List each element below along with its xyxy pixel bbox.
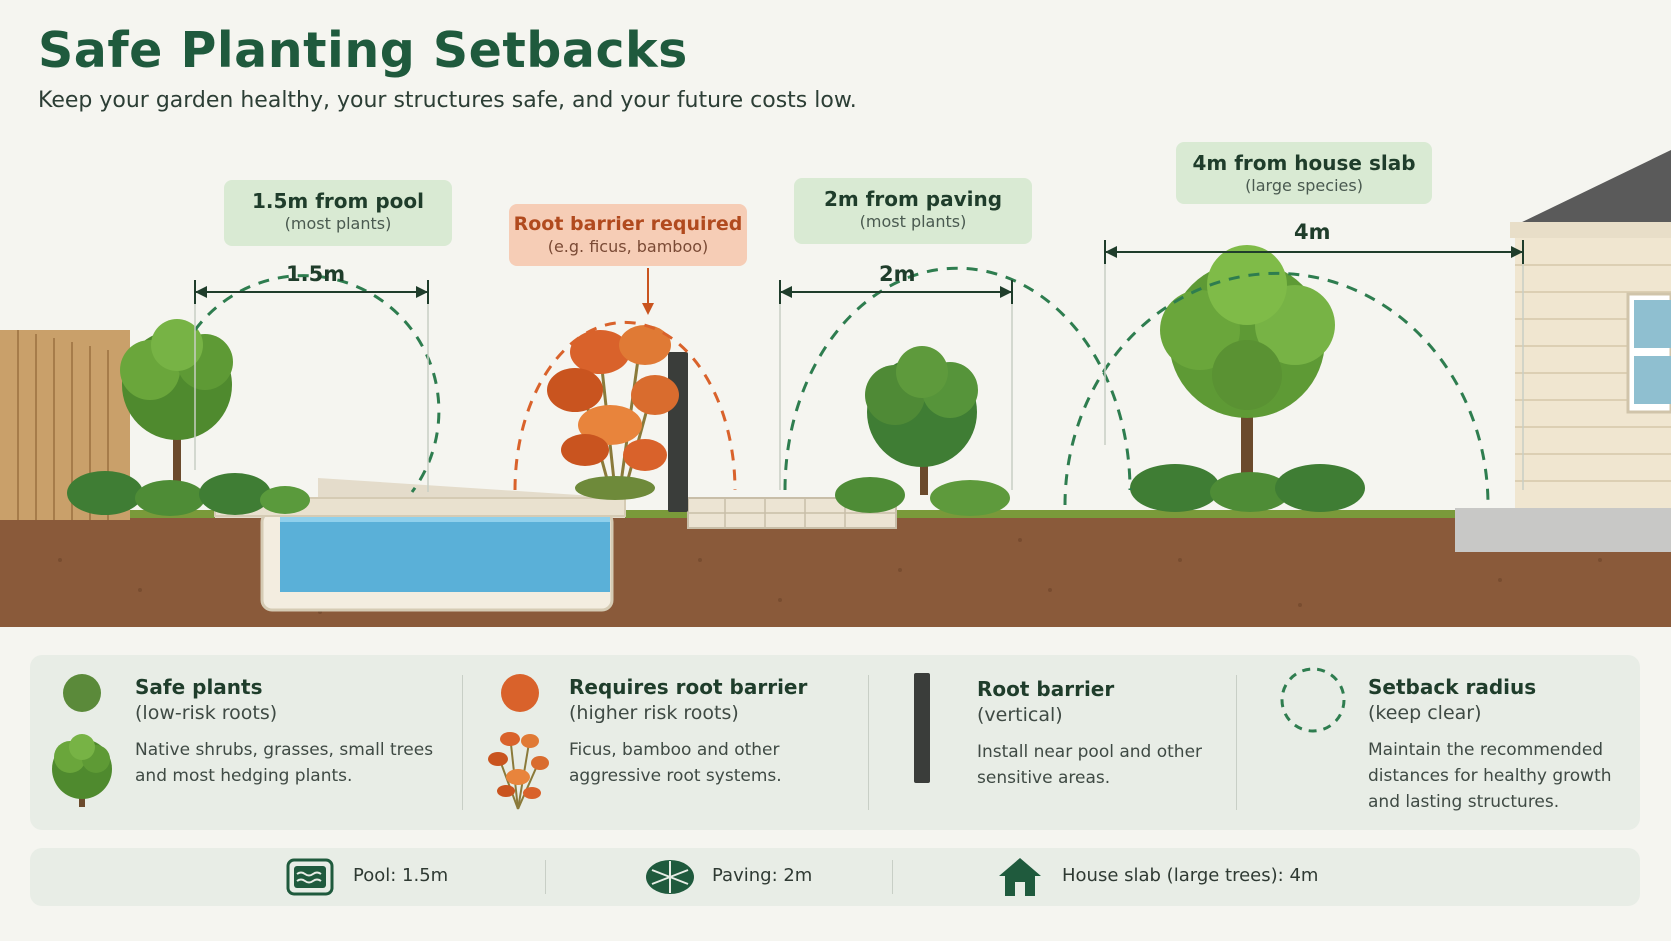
paving — [687, 497, 897, 529]
root-barrier — [668, 352, 688, 512]
legend-panel: Safe plants (low-risk roots) Native shru… — [30, 655, 1640, 830]
pool-dimension-text: 1.5m — [286, 262, 346, 286]
root-barrier-label: Root barrier required (e.g. ficus, bambo… — [509, 204, 747, 266]
dimension-arrows — [195, 246, 1523, 298]
barrier-setback-arc — [513, 320, 737, 491]
dimension-guides — [194, 264, 1524, 492]
house-dimension-text: 4m — [1294, 220, 1331, 244]
pool-setback-label: 1.5m from pool (most plants) — [224, 180, 452, 246]
legend-safe-plants: Safe plants (low-risk roots) Native shru… — [30, 655, 460, 830]
paving-setback-arc — [783, 266, 1132, 491]
setback-circle-icon — [1280, 667, 1346, 733]
bamboo-ficus-plant — [547, 325, 679, 500]
legend-barrier-plants: Requires root barrier (higher risk roots… — [464, 655, 844, 830]
page-title: Safe Planting Setbacks — [38, 22, 688, 79]
dimension-lines — [194, 240, 1524, 304]
house — [1455, 150, 1671, 552]
barrier-callout-arrow — [642, 303, 654, 315]
legend-divider — [1236, 675, 1237, 810]
setback-radii — [193, 266, 1490, 506]
summary-divider — [545, 860, 546, 894]
legend-setback-radius: Setback radius (keep clear) Maintain the… — [1238, 655, 1638, 830]
safe-plant-dot-icon — [63, 674, 101, 712]
soil — [0, 515, 1671, 627]
pool-icon — [286, 858, 334, 896]
root-barrier-icon — [914, 673, 930, 783]
paving-setback-label: 2m from paving (most plants) — [794, 178, 1032, 244]
pool — [214, 478, 626, 612]
summary-pool: Pool: 1.5m — [353, 865, 449, 886]
summary-house: House slab (large trees): 4m — [1062, 865, 1319, 886]
safe-tree-small — [120, 319, 233, 495]
summary-divider — [892, 860, 893, 894]
legend-divider — [868, 675, 869, 810]
safe-tree-large — [1130, 245, 1365, 512]
summary-bar: Pool: 1.5m Paving: 2m House slab (large … — [30, 848, 1640, 906]
ground-shrubs-left — [67, 471, 310, 516]
safe-shrub-middle — [835, 346, 1010, 516]
garden-cross-section — [0, 150, 1671, 627]
house-setback-label: 4m from house slab (large species) — [1176, 142, 1432, 204]
summary-paving: Paving: 2m — [712, 865, 813, 886]
pool-setback-arc — [193, 274, 441, 493]
legend-divider — [462, 675, 463, 810]
house-setback-arc — [1063, 271, 1490, 506]
paving-icon — [646, 860, 694, 894]
legend-root-barrier: Root barrier (vertical) Install near poo… — [870, 655, 1230, 830]
house-icon — [999, 858, 1041, 896]
barrier-plant-dot-icon — [501, 674, 539, 712]
paving-dimension-text: 2m — [879, 262, 916, 286]
bamboo-icon — [488, 732, 549, 810]
shrub-icon — [52, 734, 112, 807]
page-subtitle: Keep your garden healthy, your structure… — [38, 88, 857, 113]
